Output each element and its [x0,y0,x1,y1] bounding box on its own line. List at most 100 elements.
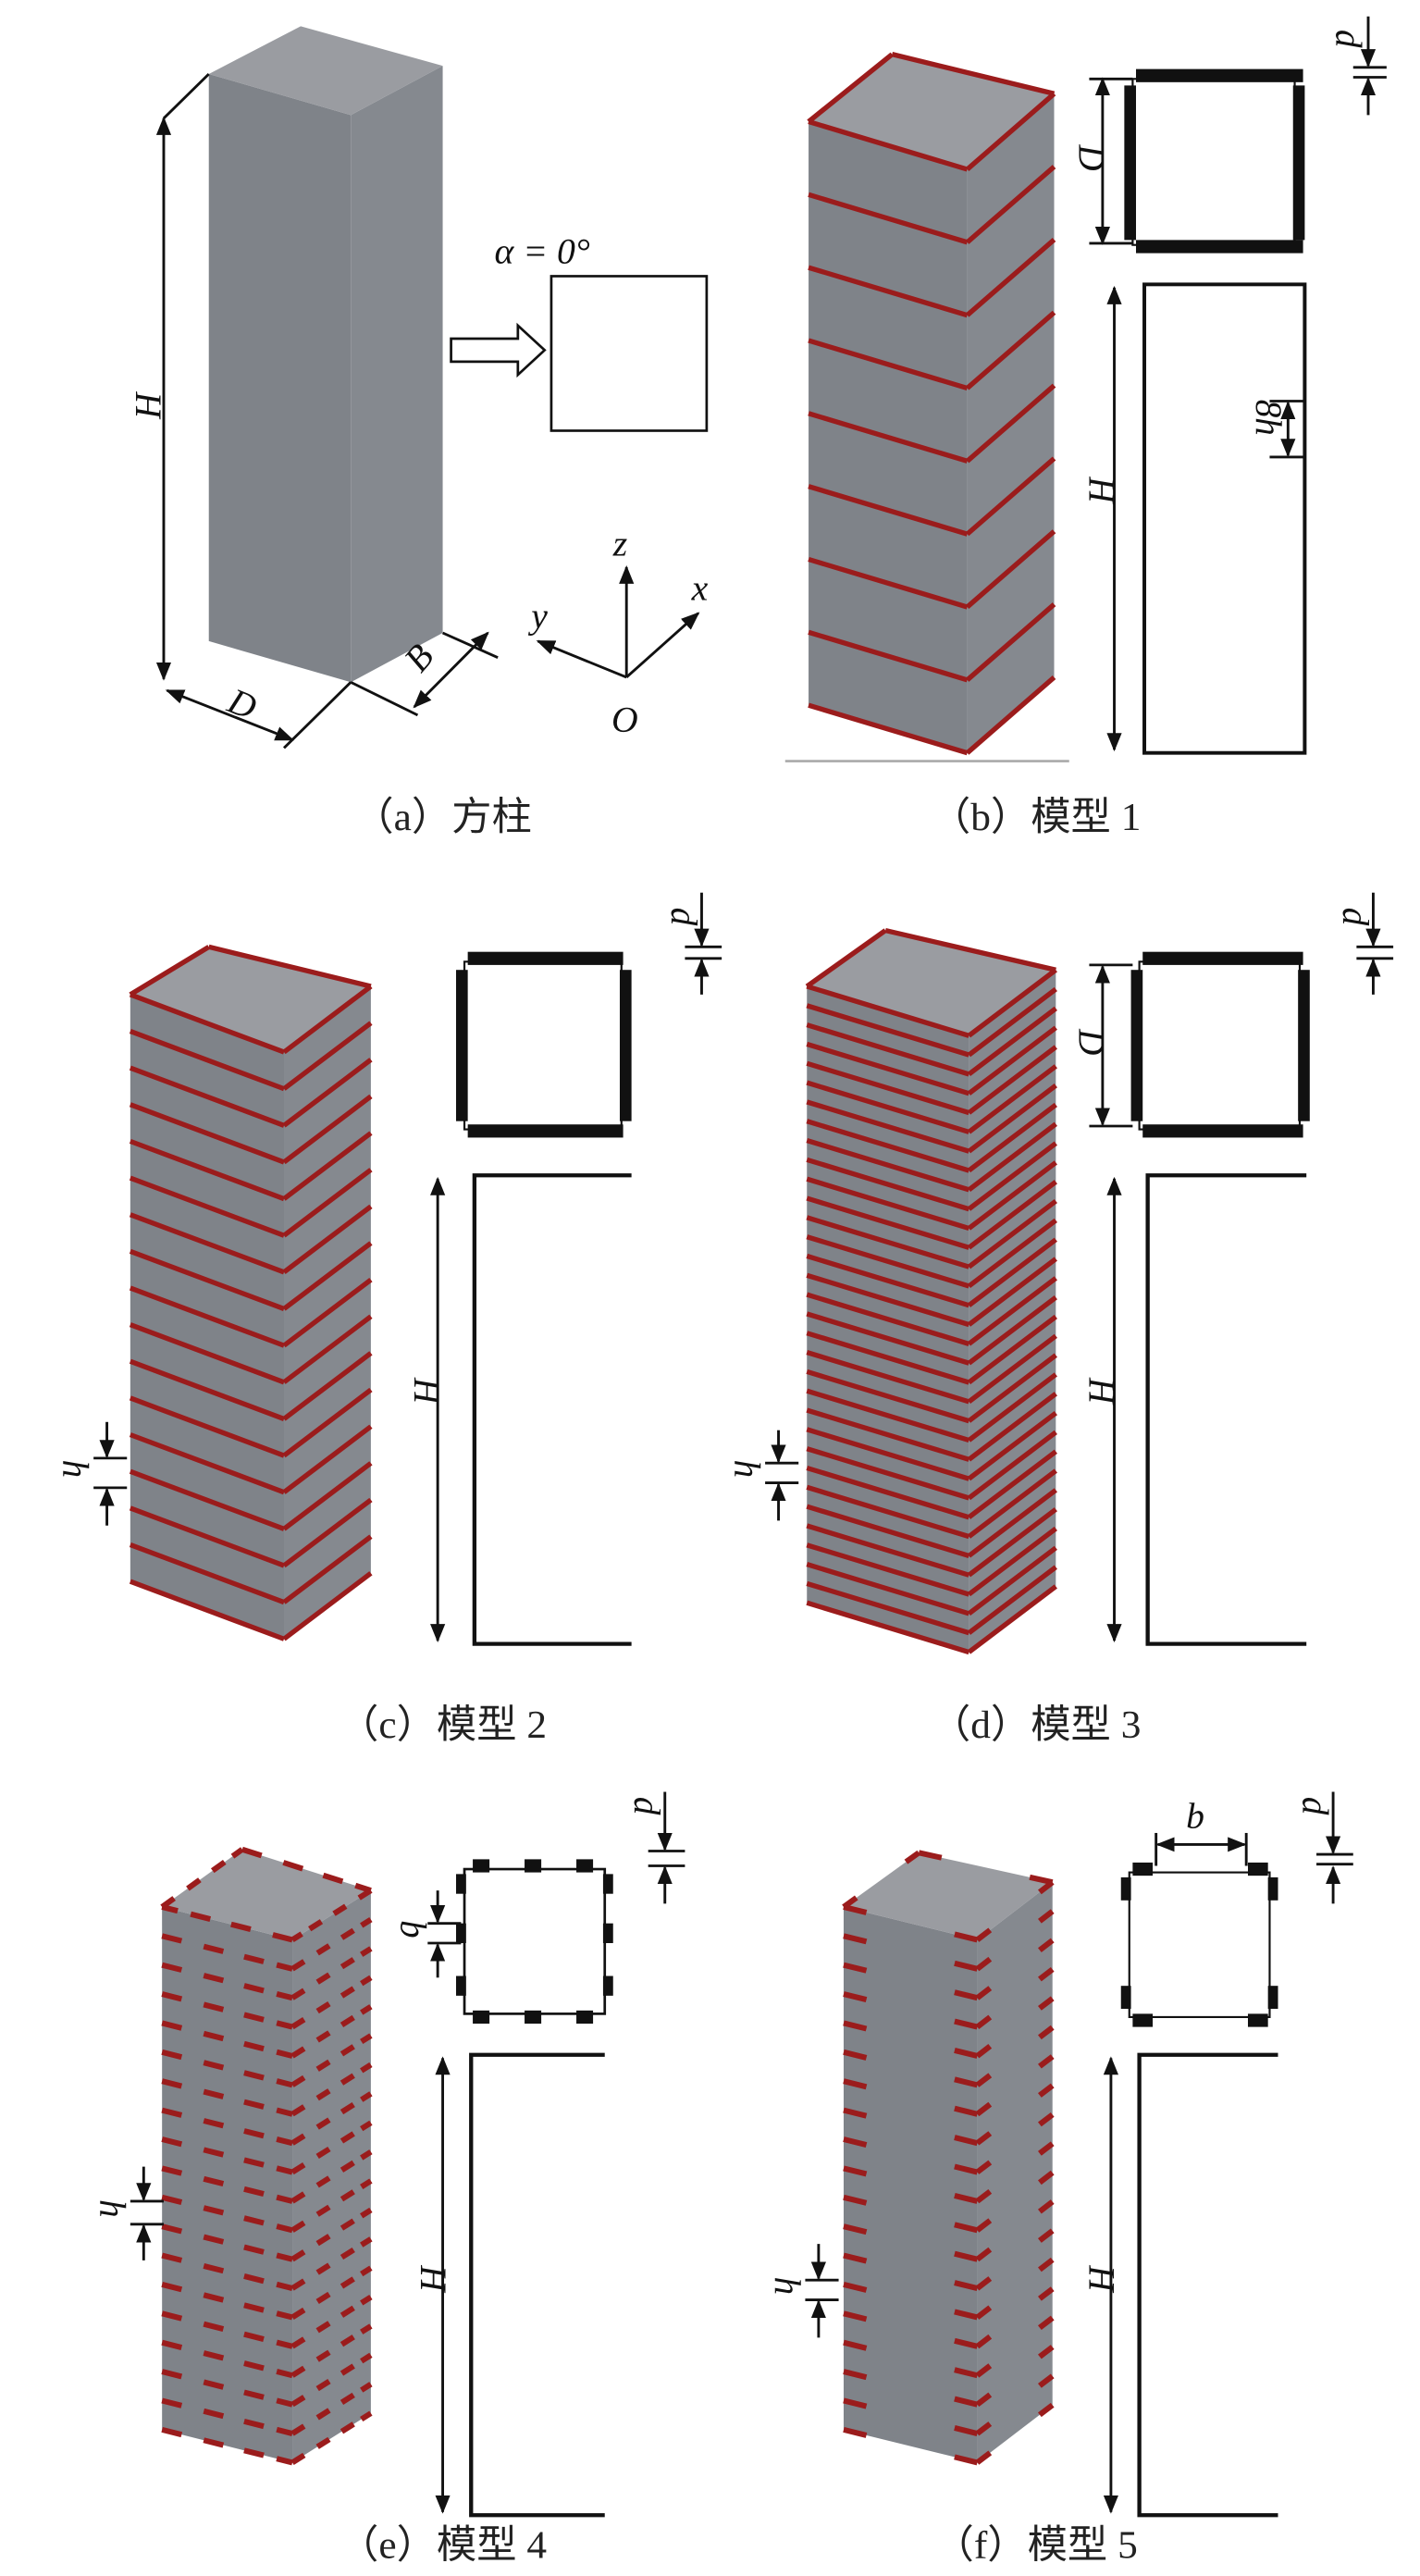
extension-line [162,72,210,119]
facade-strip [290,2307,306,2321]
facade-strip [161,2136,183,2148]
facade-strip [340,1986,355,1999]
facade-strip [884,927,1056,972]
facade-strip [129,1138,285,1202]
label-H: H [406,1377,447,1406]
section-outline [1128,1871,1271,2019]
facade-strip [290,2395,306,2408]
facade-strip [315,2059,331,2072]
facade-strip [290,2423,306,2436]
facade-strip [965,310,1056,390]
facade-strip [161,2020,183,2031]
tower-top-face [809,54,1055,169]
facade-strip [975,1986,993,2000]
facade-strip [276,2397,293,2408]
facade-strip [808,192,969,245]
label-D: D [1071,1028,1112,1055]
facade-strip [806,1272,970,1328]
facade-strip [1038,1996,1055,2011]
facade-strip [282,1314,373,1384]
panel-f: b d H h （f）模型 5 [767,1791,1353,2567]
facade-strip [282,1131,373,1201]
facade-strip [230,1847,244,1859]
facade-strip [276,2107,293,2117]
facade-strip [243,2302,265,2313]
tower-right-face [292,1890,371,2463]
section-strip [1136,68,1303,82]
facade-strip [161,2369,183,2380]
section-outline [1131,78,1296,246]
facade-strip [243,2157,265,2168]
section-strip [456,970,468,1121]
facade-strip [282,1021,373,1091]
facade-strip [340,2363,355,2376]
facade-strip [243,2273,265,2285]
facade-strip [276,2194,293,2204]
facade-strip [975,2218,993,2233]
facade-strip [806,1331,970,1385]
label-d: d [1335,908,1376,926]
facade-strip [161,2310,183,2322]
facade-strip [967,1372,1057,1443]
facade-strip [340,1957,355,1970]
facade-strip [322,1872,344,1885]
facade-strip [203,2437,225,2448]
facade-strip [1038,2199,1055,2214]
facade-strip [276,2223,293,2234]
facade-strip [360,2207,373,2219]
facade-strip [806,1465,970,1520]
facade-strip [1038,2345,1055,2359]
extension-line [282,681,352,749]
facade-strip [203,2001,225,2012]
panel-b: D d H 8h （b）模型 1 [784,16,1387,839]
facade-strip [843,2369,868,2381]
facade-strip [967,1430,1057,1501]
facade-strip [954,2076,979,2088]
facade-strip [360,2120,373,2132]
facade-strip [806,1368,970,1424]
facade-strip [954,2048,979,2059]
facade-strip [360,2004,373,2015]
elevation-outline [1137,2052,1278,2518]
facade-strip [290,2074,306,2087]
facade-strip [340,2189,355,2202]
facade-strip [808,484,969,537]
facade-strip [967,1121,1057,1192]
facade-strip [360,1975,373,1987]
facade-strip [843,2282,868,2293]
facade-strip [290,1931,303,1942]
facade-strip [129,1579,285,1641]
elevation-outline [1145,1173,1307,1646]
axis-y [536,639,627,679]
facade-strip [843,1933,868,1945]
label-h: h [92,2199,132,2218]
label-x: x [691,568,709,609]
label-y: y [527,596,548,637]
facade-strip [360,2149,373,2161]
section-outline [463,1867,607,2015]
facade-strip [967,1526,1057,1597]
facade-strip [954,2280,979,2292]
facade-strip [203,2060,225,2071]
facade-strip [967,1488,1057,1558]
facade-strip [203,2234,225,2245]
facade-strip [967,986,1057,1058]
facade-strip [243,2070,265,2081]
facade-strip [315,2262,331,2275]
facade-strip [315,2349,331,2362]
facade-strip [276,2078,293,2088]
facade-strip [315,2146,331,2160]
facade-strip [954,2105,979,2117]
facade-strip [808,411,969,464]
facade-strip [243,2099,265,2110]
facade-strip [954,2337,979,2349]
facade-strip [1038,2170,1055,2186]
facade-strip [241,1846,263,1859]
facade-strip [315,2204,331,2217]
facade-strip [243,2360,265,2372]
facade-strip [161,2078,183,2089]
label-d: d [663,908,704,926]
label-H: H [1080,1377,1121,1406]
facade-strip [315,2088,331,2101]
facade-strip [315,2408,331,2421]
